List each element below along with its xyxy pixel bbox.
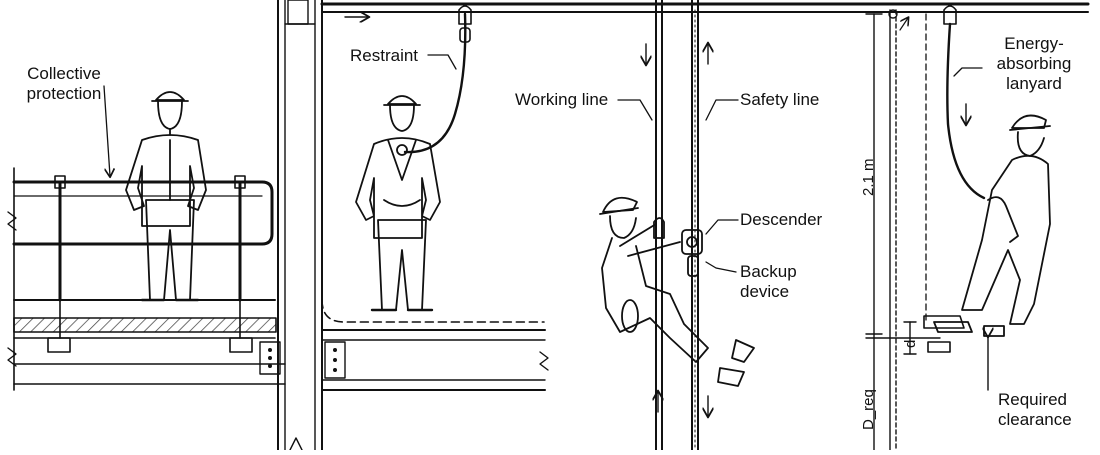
worker-rope-access	[599, 196, 755, 387]
worker-restraint	[355, 5, 472, 312]
energy-absorbing-lanyard-system	[888, 5, 986, 451]
rope-lines	[646, 0, 708, 451]
label-descender: Descender	[740, 210, 823, 229]
top-beam	[320, 2, 1090, 17]
label-energy-1: Energy-	[1004, 34, 1064, 53]
dimension-small: d	[902, 339, 919, 348]
dimension-lower: D_req	[860, 389, 877, 430]
label-energy-3: lanyard	[1006, 74, 1062, 93]
label-restraint: Restraint	[350, 46, 419, 65]
label-required-2: clearance	[998, 410, 1072, 429]
label-collective-protection-1: Collective	[27, 64, 101, 83]
dimension-upper: 2.1 m	[860, 158, 877, 196]
label-energy-2: absorbing	[996, 54, 1072, 73]
label-working-line: Working line	[515, 90, 609, 109]
label-safety-line: Safety line	[740, 90, 820, 109]
label-backup-1: Backup	[740, 262, 797, 281]
label-backup-2: device	[740, 282, 790, 301]
steel-column	[277, 0, 323, 451]
label-required-1: Required	[998, 390, 1067, 409]
restraint-platform	[321, 299, 549, 391]
label-collective-protection-2: protection	[26, 84, 102, 103]
dimension-lines	[865, 13, 988, 451]
leader-lines	[103, 54, 983, 273]
scaffold-platform	[7, 167, 286, 391]
worker-collective-protection	[125, 91, 207, 302]
